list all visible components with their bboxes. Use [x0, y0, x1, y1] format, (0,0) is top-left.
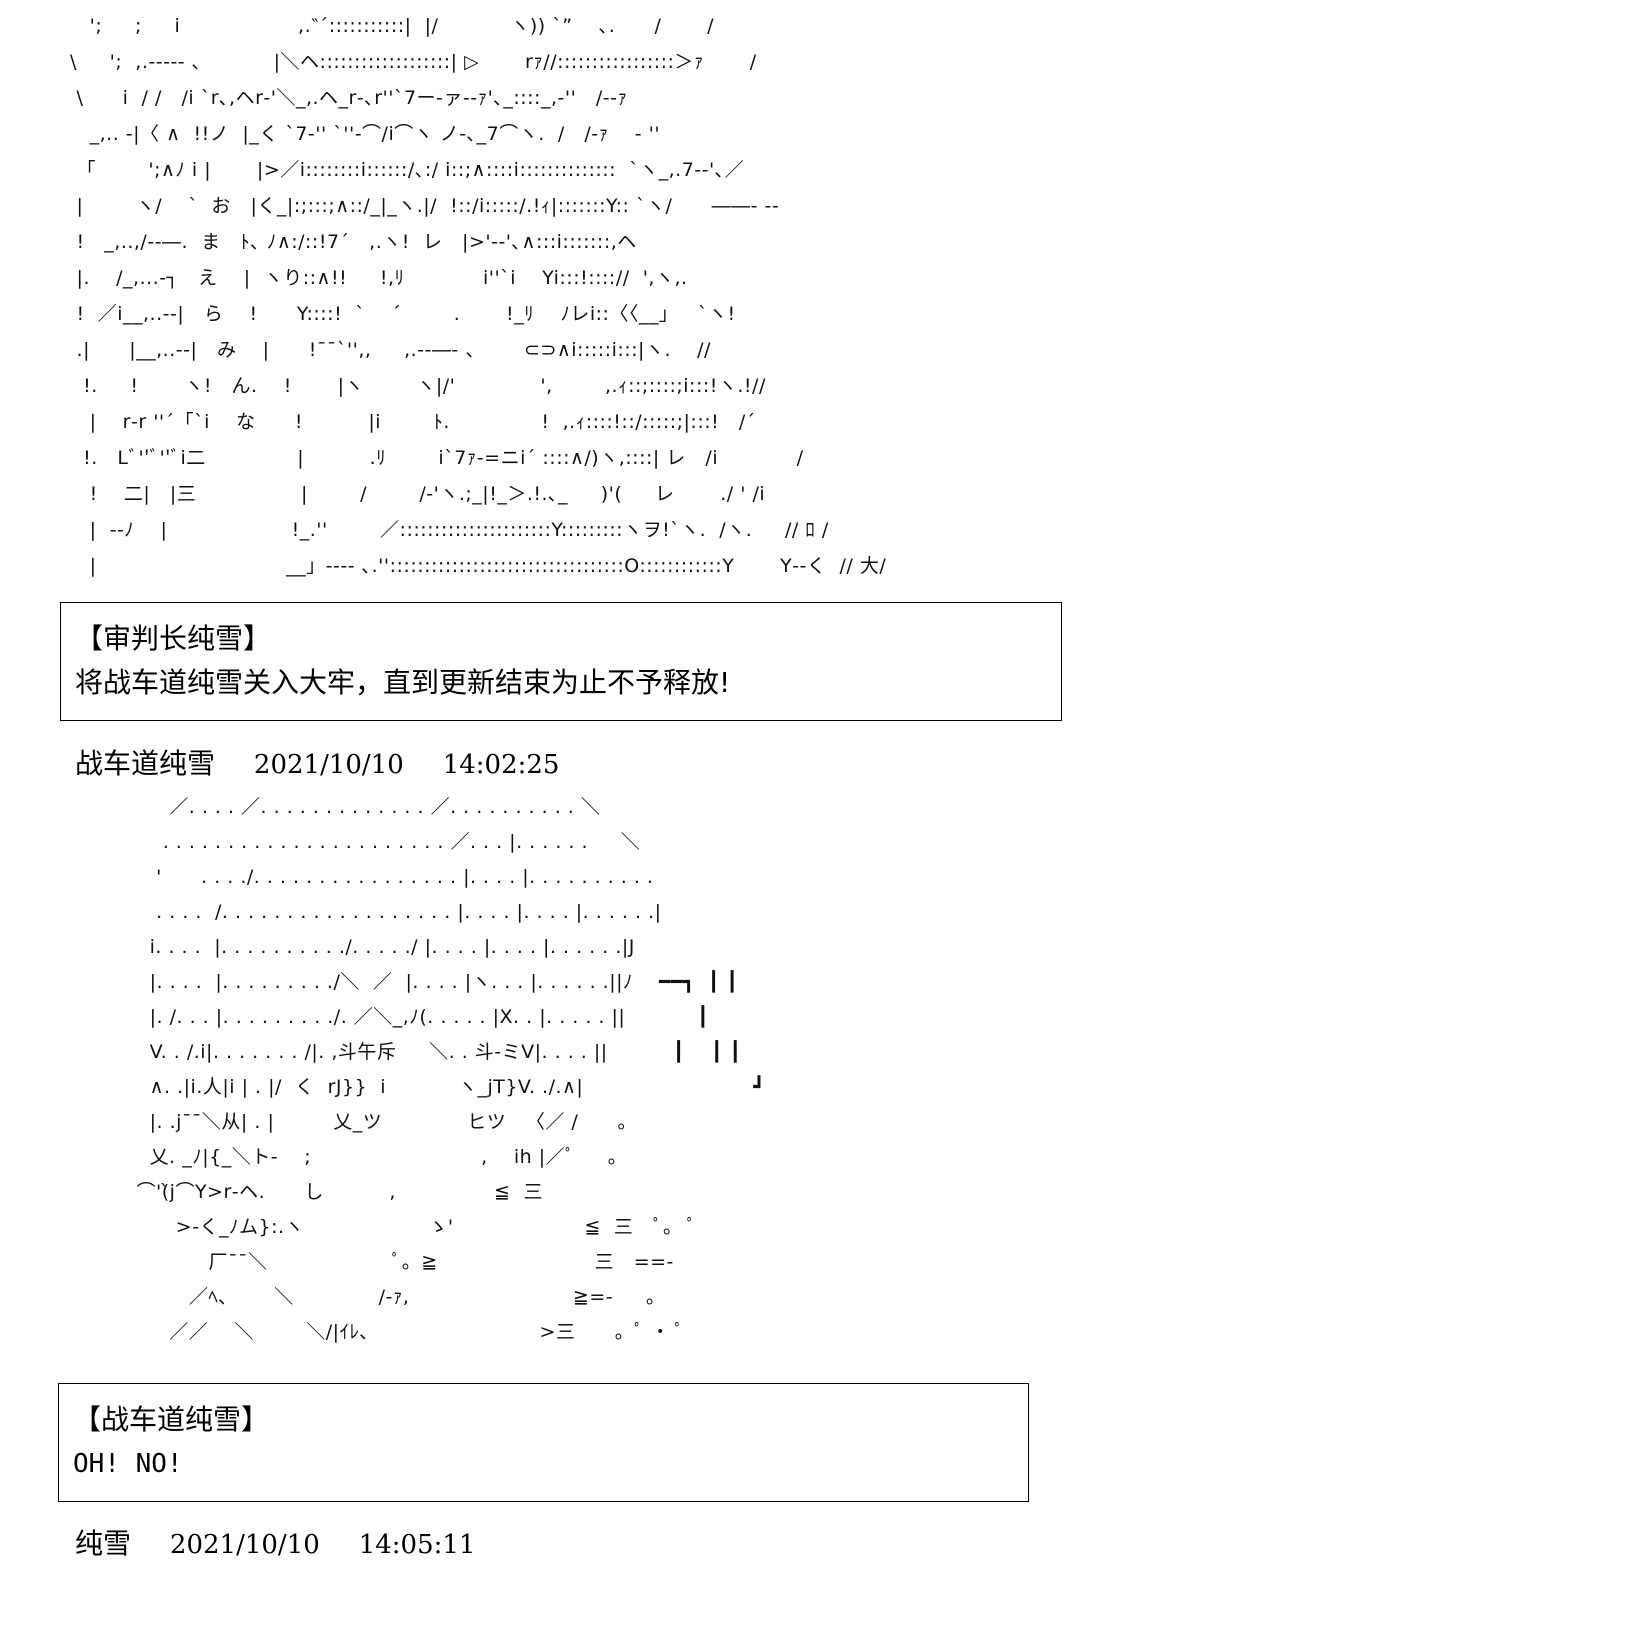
dialogue-box-2: 【战车道纯雪】 OH! NO!	[58, 1383, 1029, 1502]
post-meta-2: 纯雪 2021/10/10 14:05:11	[75, 1522, 505, 1562]
post-date: 2021/10/10	[253, 750, 404, 780]
dialogue-text: 将战车道纯雪关入大牢，直到更新结束为止不予释放!	[75, 666, 731, 699]
dialogue-text: OH! NO!	[73, 1449, 183, 1479]
post-time: 14:05:11	[358, 1530, 476, 1560]
ascii-art-2: ／. . . . ／. . . . . . . . . . . . . ／. .…	[136, 796, 766, 1343]
post-time: 14:02:25	[442, 750, 560, 780]
post-meta-1: 战车道纯雪 2021/10/10 14:02:25	[75, 742, 589, 782]
speaker-name: 【审判长纯雪】	[75, 622, 272, 655]
post-author: 纯雪	[75, 1527, 132, 1560]
dialogue-box-1: 【审判长纯雪】 将战车道纯雪关入大牢，直到更新结束为止不予释放!	[60, 602, 1062, 721]
post-date: 2021/10/10	[169, 1530, 320, 1560]
post-author: 战车道纯雪	[75, 747, 216, 780]
ascii-art-1: '; ; i ,.‶´:::::::::::| |/ ヽ)) ˋ” ､. / /…	[70, 15, 887, 577]
speaker-name: 【战车道纯雪】	[73, 1403, 270, 1436]
